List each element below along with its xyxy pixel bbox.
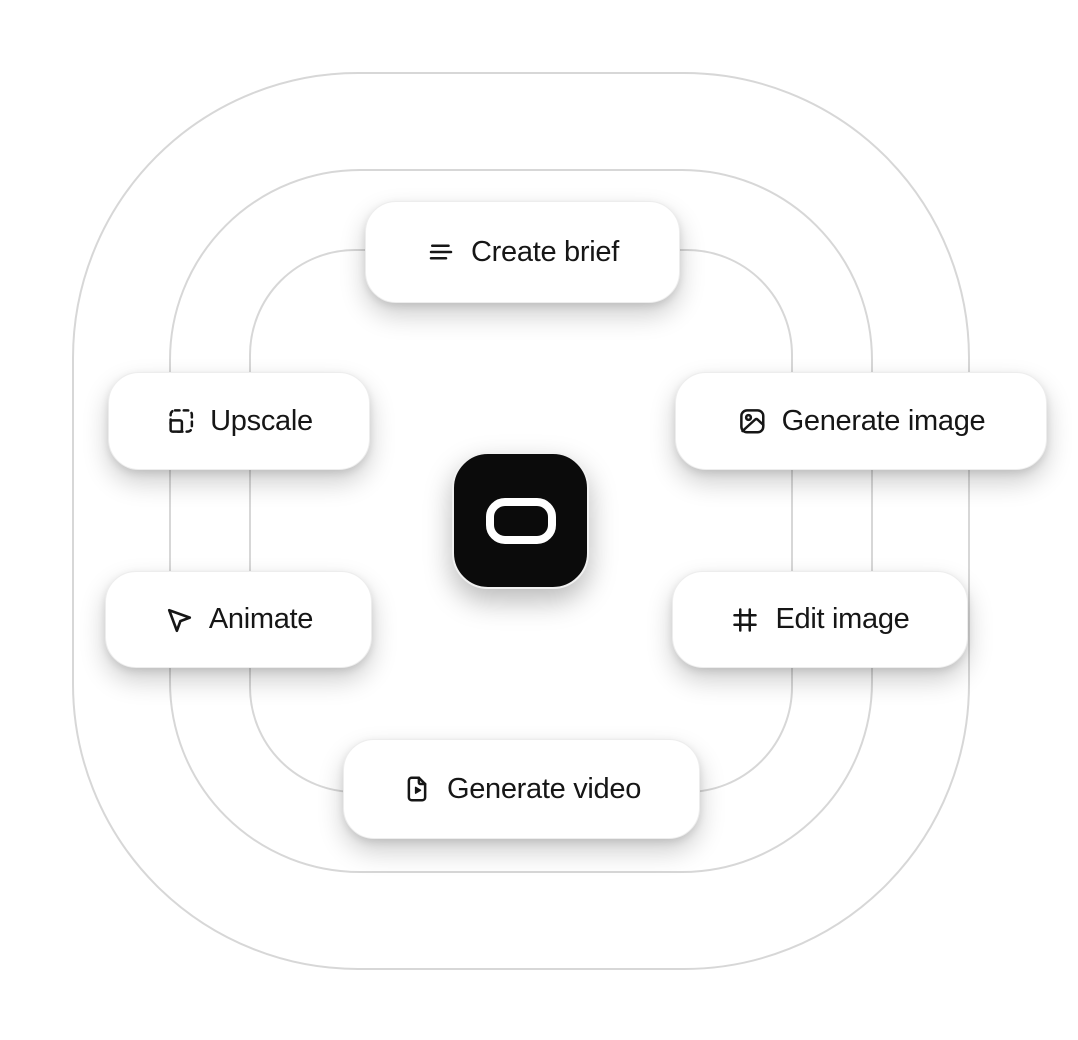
brief-lines-icon [426, 237, 456, 267]
file-play-icon [402, 774, 432, 804]
create-brief-label: Create brief [471, 235, 619, 268]
generate-image-button[interactable]: Generate image [675, 372, 1047, 470]
pill-logo-icon [485, 497, 556, 544]
generate-video-button[interactable]: Generate video [343, 739, 700, 839]
generate-image-label: Generate image [781, 404, 986, 437]
edit-image-label: Edit image [775, 603, 910, 635]
animate-button[interactable]: Animate [105, 571, 372, 668]
upscale-icon [165, 406, 195, 436]
generate-video-label: Generate video [446, 772, 642, 805]
orbit-ring-outer [72, 72, 970, 970]
image-icon [737, 406, 767, 436]
animate-label: Animate [208, 603, 314, 635]
orbit-ring-middle [169, 169, 873, 873]
edit-image-button[interactable]: Edit image [672, 571, 968, 668]
upscale-label: Upscale [210, 404, 313, 437]
cursor-icon [164, 605, 194, 635]
frame-icon [730, 605, 760, 635]
upscale-button[interactable]: Upscale [108, 372, 370, 470]
create-brief-button[interactable]: Create brief [365, 201, 680, 303]
app-logo-tile [452, 452, 589, 589]
